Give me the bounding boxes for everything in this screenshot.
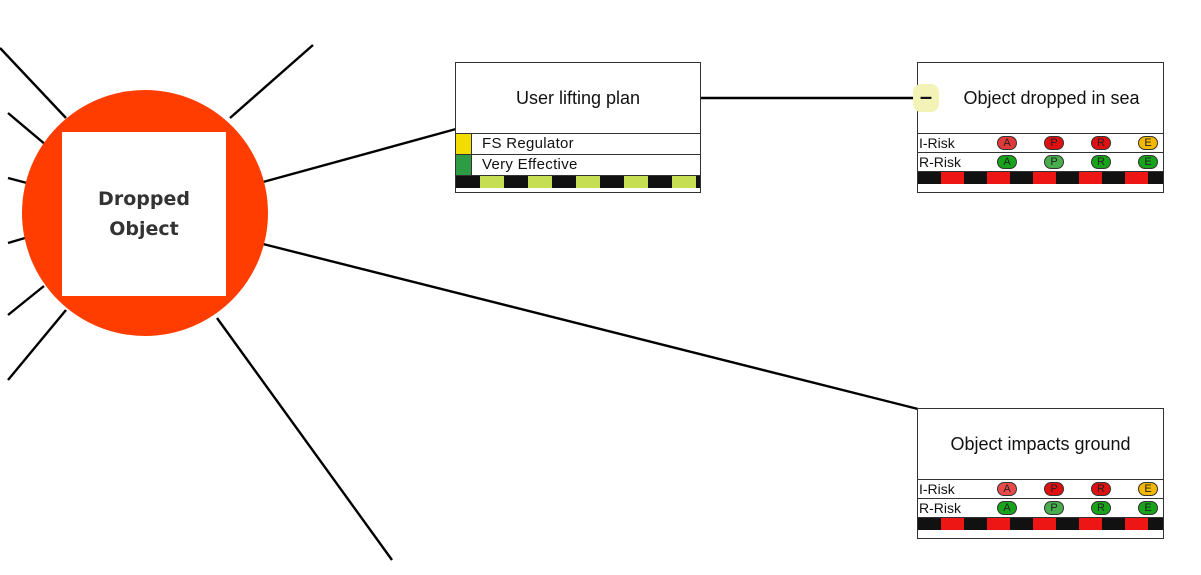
barrier-title: User lifting plan xyxy=(456,63,700,134)
risk-cell-a: A xyxy=(997,482,1017,496)
consequence-node[interactable]: Object dropped in sea – I-Risk A P R E R… xyxy=(913,62,1164,193)
risk-cell-r: R xyxy=(1091,482,1111,496)
edge-bottom-right xyxy=(216,317,393,561)
barrier-attribute-row: Very Effective xyxy=(456,155,700,176)
edge-left-3 xyxy=(7,176,28,185)
attribute-label: Very Effective xyxy=(482,156,578,173)
risk-cell-p: P xyxy=(1044,136,1064,150)
risk-cell-e: E xyxy=(1138,501,1158,515)
risk-row-r-risk: R-Risk A P R E xyxy=(918,499,1163,518)
risk-row-r-risk: R-Risk A P R E xyxy=(918,153,1163,172)
risk-label: R-Risk xyxy=(919,154,961,170)
risk-cell-p: P xyxy=(1044,155,1064,169)
risk-cell-e: E xyxy=(1138,136,1158,150)
risk-cell-r: R xyxy=(1091,501,1111,515)
consequence-node[interactable]: Object impacts ground I-Risk A P R E R-R… xyxy=(917,408,1164,539)
risk-label: I-Risk xyxy=(919,135,955,151)
hazard-title: Dropped Object xyxy=(98,188,190,240)
consequence-title: Object dropped in sea xyxy=(918,63,1163,134)
risk-label: I-Risk xyxy=(919,481,955,497)
collapse-toggle-button[interactable]: – xyxy=(913,84,939,112)
risk-cell-r: R xyxy=(1091,136,1111,150)
risk-cell-a: A xyxy=(997,501,1017,515)
risk-cell-p: P xyxy=(1044,501,1064,515)
edge-left-6 xyxy=(7,309,67,381)
edge-left-1 xyxy=(0,47,67,119)
consequence-title: Object impacts ground xyxy=(918,409,1163,480)
edge-left-2 xyxy=(7,112,47,146)
barrier-node[interactable]: User lifting plan FS Regulator Very Effe… xyxy=(455,62,701,193)
edge-top-right xyxy=(229,44,314,119)
attribute-label: FS Regulator xyxy=(482,135,574,152)
risk-cell-r: R xyxy=(1091,155,1111,169)
consequence-title-text: Object dropped in sea xyxy=(963,87,1140,108)
risk-label: R-Risk xyxy=(919,500,961,516)
consequence-status-stripe xyxy=(918,172,1163,184)
consequence-status-stripe xyxy=(918,518,1163,530)
edge-left-4 xyxy=(7,236,26,245)
risk-cell-p: P xyxy=(1044,482,1064,496)
attribute-color-swatch xyxy=(456,155,472,175)
edge-hazard-consequence xyxy=(262,242,919,411)
risk-row-i-risk: I-Risk A P R E xyxy=(918,480,1163,499)
hazard-label-box[interactable]: Dropped Object xyxy=(62,132,226,296)
barrier-status-stripe xyxy=(456,176,700,188)
edge-hazard-barrier xyxy=(262,127,457,184)
risk-cell-e: E xyxy=(1138,482,1158,496)
risk-cell-e: E xyxy=(1138,155,1158,169)
risk-cell-a: A xyxy=(997,155,1017,169)
risk-cell-a: A xyxy=(997,136,1017,150)
edge-left-5 xyxy=(7,285,45,316)
attribute-color-swatch xyxy=(456,134,472,154)
risk-row-i-risk: I-Risk A P R E xyxy=(918,134,1163,153)
barrier-attribute-row: FS Regulator xyxy=(456,134,700,155)
